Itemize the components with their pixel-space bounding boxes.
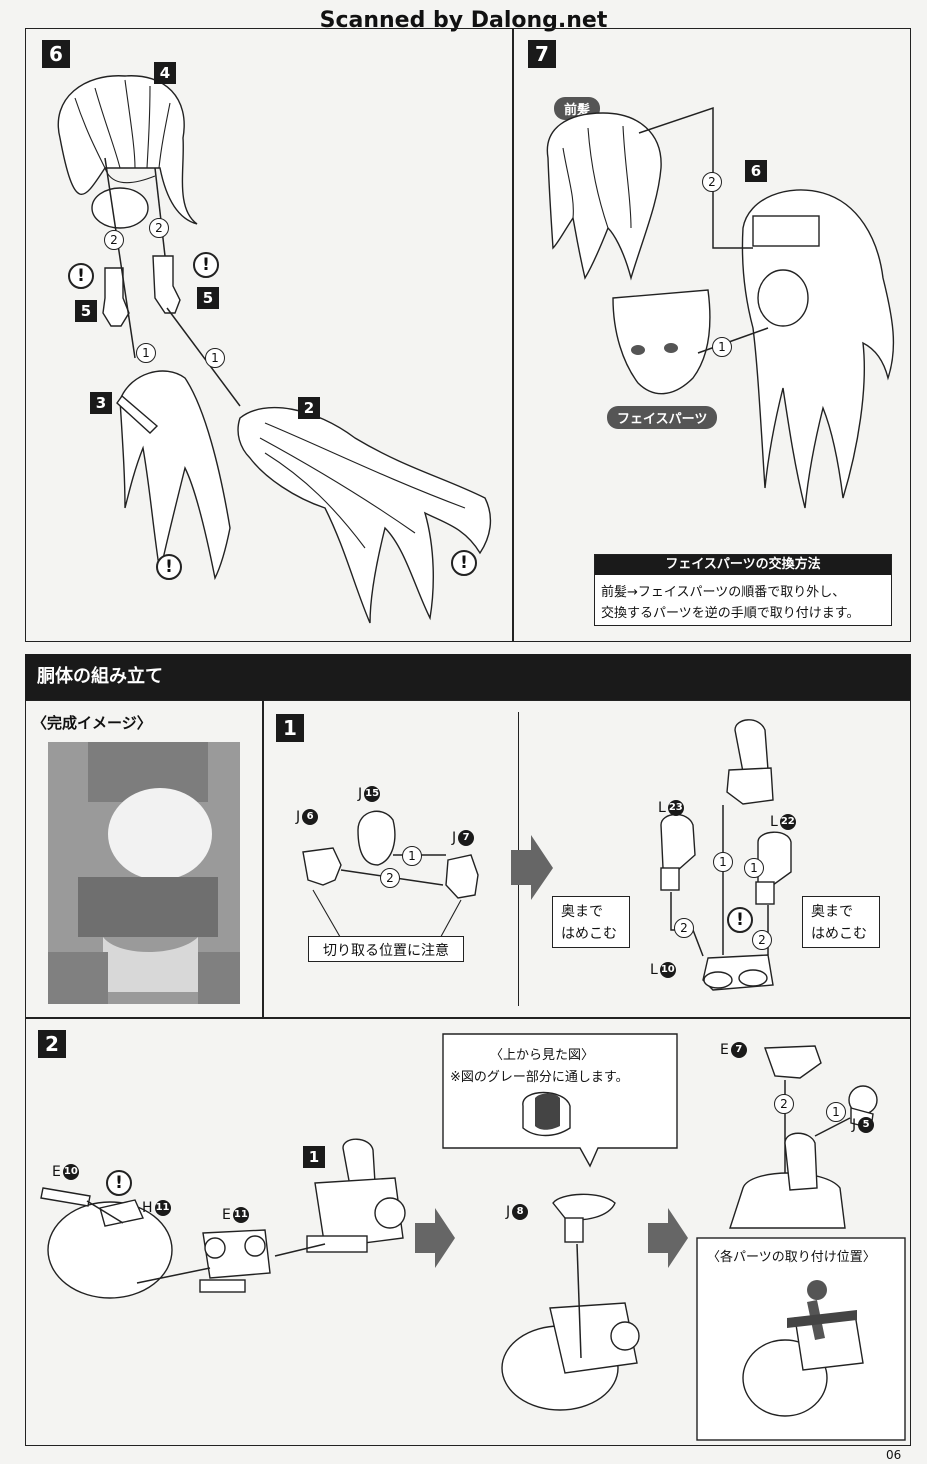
exchange-method-title: フェイスパーツの交換方法 xyxy=(595,555,891,575)
step6-illustration xyxy=(57,75,492,624)
part-letter: J xyxy=(358,786,363,802)
part-number: 11 xyxy=(232,1207,249,1223)
order-1: 1 xyxy=(713,852,733,872)
torso-step1-illustration xyxy=(302,719,792,991)
order-1: 1 xyxy=(744,858,764,878)
part-number: 5 xyxy=(858,1117,875,1133)
part-2-label: 2 xyxy=(298,397,320,419)
warning-icon: ! xyxy=(727,907,753,933)
order-2: 2 xyxy=(674,918,694,938)
part-letter: E xyxy=(52,1164,61,1180)
push-in-note-left: 奥まで はめこむ xyxy=(552,896,630,948)
torso-step2-panel xyxy=(25,1018,911,1446)
part-4-label: 4 xyxy=(154,62,176,84)
part-number: 10 xyxy=(659,962,676,978)
warning-icon: ! xyxy=(68,263,94,289)
part-letter: H xyxy=(142,1200,153,1216)
warning-icon: ! xyxy=(106,1170,132,1196)
part-letter: E xyxy=(222,1207,231,1223)
order-2-right: 2 xyxy=(149,218,169,238)
part-number: 8 xyxy=(512,1204,529,1220)
complete-image-photo xyxy=(48,742,240,1004)
top-view-note: ※図のグレー部分に通します。 xyxy=(450,1070,629,1085)
part-number: 10 xyxy=(62,1164,79,1180)
order-1-right: 1 xyxy=(205,348,225,368)
order-1-left: 1 xyxy=(136,343,156,363)
warning-icon: ! xyxy=(193,252,219,278)
step7-panel xyxy=(513,28,911,642)
part-letter: E xyxy=(720,1042,729,1058)
cut-position-note: 切り取る位置に注意 xyxy=(308,936,464,962)
face-parts-label: フェイスパーツ xyxy=(607,406,718,429)
part-number: 23 xyxy=(667,800,684,816)
part-number: 15 xyxy=(364,786,381,802)
part-5-label-right: 5 xyxy=(197,287,219,309)
part-letter: L xyxy=(770,814,778,830)
torso-step1-panel xyxy=(263,700,911,1018)
order-2: 2 xyxy=(380,868,400,888)
push-in-note-right: 奥まで はめこむ xyxy=(802,896,880,948)
part-number: 22 xyxy=(779,814,796,830)
torso-step2-illustration xyxy=(40,1033,906,1441)
torso-step1-number: 1 xyxy=(276,714,304,742)
push-in-text: 奥まで xyxy=(811,904,853,920)
step7-illustration xyxy=(546,106,895,509)
complete-image-panel xyxy=(25,700,263,1018)
part-letter: L xyxy=(650,962,658,978)
ref-step1-label: 1 xyxy=(303,1146,325,1168)
exchange-method-line1: 前髪→フェイスパーツの順番で取り外し、 xyxy=(601,585,846,600)
exchange-method-box: フェイスパーツの交換方法 前髪→フェイスパーツの順番で取り外し、 交換するパーツ… xyxy=(594,554,892,626)
exchange-method-line2: 交換するパーツを逆の手順で取り付けます。 xyxy=(601,606,860,621)
order-2-left: 2 xyxy=(104,230,124,250)
part-number: 11 xyxy=(154,1200,171,1216)
part-number: 7 xyxy=(458,830,475,846)
order-1: 1 xyxy=(402,846,422,866)
torso-step2-number: 2 xyxy=(38,1030,66,1058)
part-5-label-left: 5 xyxy=(75,300,97,322)
torso-section-header: 胴体の組み立て xyxy=(25,654,911,700)
order-1: 1 xyxy=(826,1102,846,1122)
positions-title: 〈各パーツの取り付け位置〉 xyxy=(707,1250,876,1265)
part-letter: J xyxy=(852,1117,857,1133)
push-in-text: はめこむ xyxy=(811,926,867,942)
top-view-title: 〈上から見た図〉 xyxy=(490,1048,595,1063)
part-3-label: 3 xyxy=(90,392,112,414)
push-in-text: はめこむ xyxy=(561,926,617,942)
push-in-text: 奥まで xyxy=(561,904,603,920)
step7-number: 7 xyxy=(528,40,556,68)
part-letter: J xyxy=(452,830,457,846)
part-number: 6 xyxy=(302,809,319,825)
step6-panel xyxy=(25,28,513,642)
order-2: 2 xyxy=(752,930,772,950)
order-1: 1 xyxy=(712,337,732,357)
step6-number: 6 xyxy=(42,40,70,68)
part-letter: J xyxy=(506,1204,511,1220)
complete-image-label: 〈完成イメージ〉 xyxy=(32,714,152,732)
part-number: 7 xyxy=(730,1042,747,1058)
part-letter: J xyxy=(296,809,301,825)
order-2: 2 xyxy=(702,172,722,192)
warning-icon: ! xyxy=(451,550,477,576)
order-2: 2 xyxy=(774,1094,794,1114)
part-letter: L xyxy=(658,800,666,816)
warning-icon: ! xyxy=(156,554,182,580)
page-number: 06 xyxy=(886,1448,902,1462)
part-6-label: 6 xyxy=(745,160,767,182)
